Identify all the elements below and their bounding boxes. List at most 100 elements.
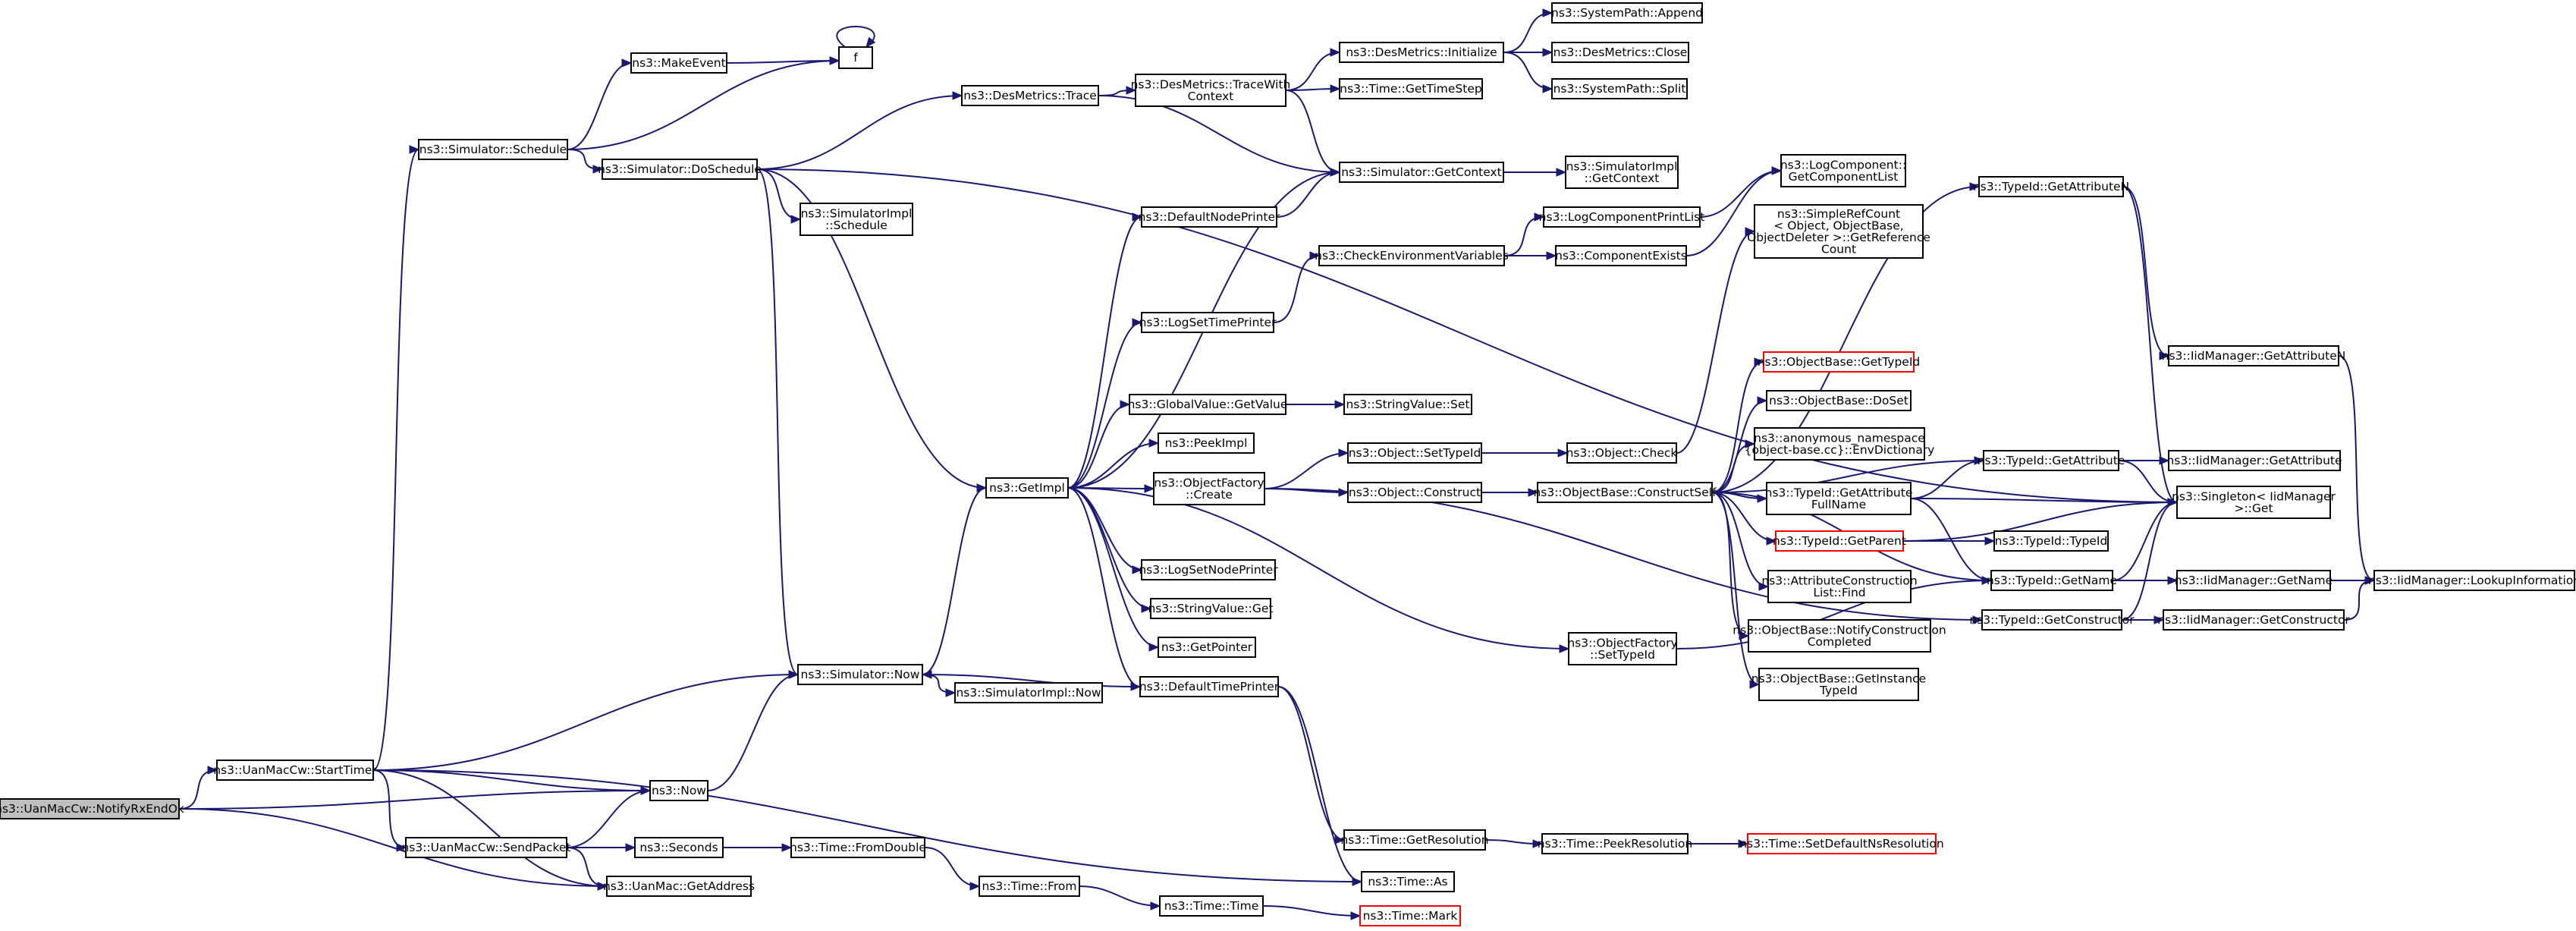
node-time-set-default-ns[interactable]: ns3::Time::SetDefaultNsResolution: [1739, 833, 1944, 854]
node-label: ns3::Time::SetDefaultNsResolution: [1739, 837, 1943, 851]
node-log-set-time-printer[interactable]: ns3::LogSetTimePrinter: [1139, 312, 1277, 333]
node-peek-impl[interactable]: ns3::PeekImpl: [1158, 432, 1255, 454]
node-iid-get-attribute[interactable]: ns3::IidManager::GetAttribute: [2166, 450, 2342, 471]
node-box: [1990, 570, 2113, 591]
node-typeid-get-name[interactable]: ns3::TypeId::GetName: [1987, 570, 2117, 591]
node-time-peek-resolution[interactable]: ns3::Time::PeekResolution: [1538, 833, 1692, 854]
node-globalvalue-getvalue[interactable]: ns3::GlobalValue::GetValue: [1128, 394, 1288, 415]
node-check-env-vars[interactable]: ns3::CheckEnvironmentVariables: [1315, 245, 1509, 266]
edge-arrowhead: [1738, 839, 1749, 848]
node-label: ns3::IidManager::GetAttribute: [2166, 454, 2342, 467]
node-iid-lookup-information[interactable]: ns3::IidManager::LookupInformation: [2368, 570, 2576, 591]
node-des-initialize[interactable]: ns3::DesMetrics::Initialize: [1339, 42, 1504, 63]
node-f[interactable]: f: [838, 46, 873, 69]
node-label: ns3::Simulator::GetContext: [1341, 165, 1502, 179]
node-iid-get-constructor[interactable]: ns3::IidManager::GetConstructor: [2157, 609, 2350, 631]
node-box: [985, 477, 1069, 499]
edge-objectfactory-create-to-object-set-typeid: [1264, 452, 1349, 489]
node-iid-get-name[interactable]: ns3::IidManager::GetName: [2175, 570, 2333, 591]
node-object-check[interactable]: ns3::Object::Check: [1566, 442, 1678, 464]
node-label: ::Create: [1186, 488, 1233, 502]
node-sim-get-context[interactable]: ns3::Simulator::GetContext: [1339, 162, 1504, 183]
node-log-component-get-list[interactable]: ns3::LogComponent::GetComponentList: [1780, 154, 1906, 187]
node-des-trace[interactable]: ns3::DesMetrics::Trace: [961, 85, 1099, 106]
node-component-exists[interactable]: ns3::ComponentExists: [1555, 245, 1687, 266]
node-des-close[interactable]: ns3::DesMetrics::Close: [1551, 42, 1689, 63]
node-time-time[interactable]: ns3::Time::Time: [1159, 895, 1264, 917]
node-get-pointer[interactable]: ns3::GetPointer: [1158, 637, 1256, 658]
node-get-address[interactable]: ns3::UanMac::GetAddress: [603, 876, 755, 897]
node-time-from[interactable]: ns3::Time::From: [979, 876, 1080, 897]
node-simimpl-get-context[interactable]: ns3::SimulatorImpl::GetContext: [1565, 156, 1679, 189]
node-simimpl-now[interactable]: ns3::SimulatorImpl::Now: [954, 682, 1103, 703]
node-log-component-print-list[interactable]: ns3::LogComponentPrintList: [1539, 206, 1705, 228]
node-time-from-double[interactable]: ns3::Time::FromDouble: [790, 837, 926, 858]
node-typeid-get-constructor[interactable]: ns3::TypeId::GetConstructor: [1969, 609, 2135, 631]
edge-arrowhead: [621, 58, 633, 68]
node-get-impl[interactable]: ns3::GetImpl: [985, 477, 1069, 499]
node-simple-ref-count[interactable]: ns3::SimpleRefCount< Object, ObjectBase,…: [1747, 204, 1930, 259]
edge-default-time-printer-to-time-as: [1277, 686, 1362, 882]
node-typeid-get-parent[interactable]: ns3::TypeId::GetParent: [1773, 530, 1906, 552]
node-iid-get-attribute-n[interactable]: ns3::IidManager::GetAttributeN: [2162, 345, 2346, 366]
node-time-mark[interactable]: ns3::Time::Mark: [1359, 905, 1461, 926]
node-typeid-get-attribute-n[interactable]: ns3::TypeId::GetAttributeN: [1973, 176, 2129, 197]
node-box: [1551, 42, 1689, 63]
node-object-set-typeid[interactable]: ns3::Object::SetTypeId: [1347, 442, 1482, 464]
node-box: [1153, 472, 1265, 505]
node-now[interactable]: ns3::Now: [649, 780, 708, 801]
node-objectbase-notify-construction[interactable]: ns3::ObjectBase::NotifyConstructionCompl…: [1733, 619, 1946, 653]
node-root[interactable]: ns3::UanMacCw::NotifyRxEndOk: [0, 798, 184, 819]
edge-arrowhead: [592, 165, 604, 174]
node-object-construct[interactable]: ns3::Object::Construct: [1347, 482, 1482, 503]
node-time-as[interactable]: ns3::Time::As: [1361, 871, 1455, 892]
node-objectbase-construct-self[interactable]: ns3::ObjectBase::ConstructSelf: [1533, 482, 1717, 503]
node-make-event[interactable]: ns3::MakeEvent: [630, 52, 727, 74]
node-label: ns3::Simulator::Now: [801, 668, 920, 681]
node-sim-schedule[interactable]: ns3::Simulator::Schedule: [418, 139, 568, 160]
node-objectfactory-set-typeid[interactable]: ns3::ObjectFactory::SetTypeId: [1567, 632, 1678, 665]
node-time-get-timestep[interactable]: ns3::Time::GetTimeStep: [1339, 78, 1483, 99]
node-syspath-split[interactable]: ns3::SystemPath::Split: [1551, 78, 1688, 99]
edge-arrowhead: [1981, 576, 1993, 585]
node-default-node-printer[interactable]: ns3::DefaultNodePrinter: [1139, 206, 1280, 228]
node-objectbase-doset[interactable]: ns3::ObjectBase::DoSet: [1766, 390, 1912, 411]
node-objectbase-get-typeid[interactable]: ns3::ObjectBase::GetTypeId: [1758, 351, 1921, 373]
node-typeid-get-attribute[interactable]: ns3::TypeId::GetAttribute: [1978, 450, 2125, 471]
node-anon-env-dictionary[interactable]: ns3::anonymous_namespace{object-base.cc}…: [1745, 427, 1935, 461]
node-label: ns3::UanMacCw::StartTimer: [213, 763, 377, 777]
node-label: TypeId: [1819, 684, 1858, 697]
edge-arrowhead: [409, 145, 420, 154]
node-typeid-typeid[interactable]: ns3::TypeId::TypeId: [1993, 530, 2109, 552]
node-start-timer[interactable]: ns3::UanMacCw::StartTimer: [213, 760, 377, 781]
node-label: ns3::TypeId::GetAttributeN: [1973, 180, 2129, 193]
node-stringvalue-get[interactable]: ns3::StringValue::Get: [1148, 598, 1274, 619]
edge-arrowhead: [1330, 84, 1341, 93]
node-time-get-resolution[interactable]: ns3::Time::GetResolution: [1340, 829, 1489, 851]
node-box: [954, 682, 1103, 703]
edge-objectbase-construct-self-to-objectbase-get-typeid: [1711, 361, 1764, 493]
node-stringvalue-set[interactable]: ns3::StringValue::Set: [1343, 394, 1472, 415]
node-seconds[interactable]: ns3::Seconds: [634, 837, 724, 858]
node-sim-now[interactable]: ns3::Simulator::Now: [797, 664, 923, 685]
edge-arrowhead: [1338, 448, 1349, 458]
edge-objectbase-construct-self-to-typeid-get-attribute-n: [1711, 186, 1980, 493]
node-default-time-printer[interactable]: ns3::DefaultTimePrinter: [1139, 676, 1280, 697]
node-log-set-node-printer[interactable]: ns3::LogSetNodePrinter: [1139, 559, 1278, 580]
node-singleton-get[interactable]: ns3::Singleton< IidManager >::Get: [2172, 486, 2336, 519]
node-simimpl-schedule[interactable]: ns3::SimulatorImpl::Schedule: [800, 203, 913, 236]
node-objectfactory-create[interactable]: ns3::ObjectFactory::Create: [1153, 472, 1265, 505]
edge-arrowhead: [1754, 357, 1765, 366]
edge-arrowhead: [1150, 901, 1161, 911]
node-syspath-append[interactable]: ns3::SystemPath::Append: [1551, 2, 1703, 24]
node-do-schedule[interactable]: ns3::Simulator::DoSchedule: [598, 159, 762, 180]
edge-arrowhead: [1148, 439, 1160, 448]
node-box: [1747, 833, 1937, 854]
node-label: f: [853, 51, 858, 64]
edge-arrowhead: [640, 786, 652, 795]
node-send-packet[interactable]: ns3::UanMacCw::SendPacket: [401, 837, 571, 858]
